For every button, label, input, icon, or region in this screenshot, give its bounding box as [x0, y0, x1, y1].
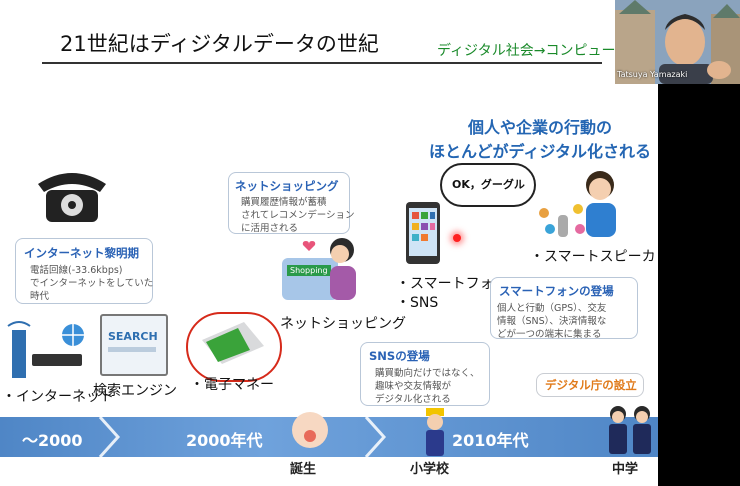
internet-era-line: 時代	[30, 291, 50, 302]
emoney-card-icon	[202, 322, 264, 364]
label-emoney: ・電子マネー	[190, 377, 274, 393]
headline: 個人や企業の行動の ほとんどがディジタル化される	[420, 116, 658, 164]
label-smart-speaker: ・スマートスピーカ	[530, 249, 656, 265]
sns-box-line: 趣味や交友情報が	[375, 381, 452, 392]
internet-era-box: インターネット黎明期 電話回線(-33.6kbps) でインターネットをしていた…	[15, 238, 153, 304]
milestone-middle-school: 中学	[612, 462, 639, 477]
shopping-line: されてレコメンデーション	[241, 210, 355, 221]
era-2000s: 2000年代	[186, 431, 263, 450]
label-internet: ・インターネット	[2, 389, 114, 405]
slide-title: 21世紀はディジタルデータの世紀	[60, 32, 379, 56]
webcam-scene	[615, 0, 740, 84]
era-2010s: 2010年代	[452, 431, 529, 450]
presentation-slide: 21世紀はディジタルデータの世紀 ディジタル社会→コンピュータ 個人や企業の行動…	[0, 0, 658, 486]
smartphone-icon	[406, 202, 440, 264]
webcam-video: Tatsuya Yamazaki	[615, 0, 740, 84]
sns-box-line: デジタル化される	[375, 394, 451, 405]
telephone-icon	[38, 173, 106, 222]
router-icon	[7, 321, 82, 378]
era-before-2000: 〜2000	[22, 431, 83, 450]
laser-pointer-dot	[453, 234, 461, 242]
headline-line-2: ほとんどがディジタル化される	[428, 142, 652, 161]
schoolchild-icon	[426, 408, 444, 456]
heart-icon	[302, 241, 316, 251]
baby-icon	[292, 412, 328, 448]
speech-bubble-text: OK，グーグル	[452, 178, 525, 191]
search-bar	[108, 347, 156, 352]
shopping-line: に活用される	[241, 223, 299, 234]
slide-subtitle: ディジタル社会→コンピュータ	[437, 43, 630, 59]
smartphone-box-line: 情報（SNS）、決済情報な	[497, 316, 607, 327]
label-sns: ・SNS	[396, 295, 439, 311]
internet-era-line: でインターネットをしていた	[30, 278, 154, 289]
smartphone-box: スマートフォンの登場 個人と行動（GPS）、交友 情報（SNS）、決済情報な ど…	[490, 277, 638, 341]
label-net-shopping: ネットショッピング	[280, 316, 406, 332]
webcam-participant-name: Tatsuya Yamazaki	[617, 70, 688, 79]
globe-icon	[62, 324, 84, 346]
digital-agency-text: デジタル庁の設立	[545, 378, 637, 392]
shopping-box: ネットショッピング 購買履歴情報が蓄積 されてレコメンデーション に活用される	[228, 172, 355, 235]
sns-box-title: SNSの登場	[369, 349, 430, 363]
middle-school-students-icon	[609, 406, 651, 454]
shopping-body: 購買履歴情報が蓄積 されてレコメンデーション に活用される	[241, 196, 355, 235]
shopping-laptop-icon: Shopping	[282, 258, 338, 300]
milestone-elementary-school: 小学校	[410, 462, 450, 477]
woman-shopper-icon	[330, 238, 356, 300]
sns-box-body: 購買動向だけではなく、 趣味や交友情報が デジタル化される	[375, 367, 489, 406]
smartphone-box-line: 個人と行動（GPS）、交友	[497, 303, 607, 314]
shopping-screen-text: Shopping	[287, 265, 331, 276]
smartphone-box-title: スマートフォンの登場	[499, 284, 614, 298]
internet-era-title: インターネット黎明期	[24, 246, 139, 260]
emoney-highlight-circle	[186, 312, 282, 382]
timeline-chevrons	[98, 417, 387, 457]
side-black-area	[658, 84, 740, 486]
smart-speaker-user-icon	[539, 171, 616, 237]
smartphone-box-body: 個人と行動（GPS）、交友 情報（SNS）、決済情報な どが一つの端末に集まる	[497, 302, 637, 341]
shopping-title: ネットショッピング	[235, 179, 339, 193]
sns-box: SNSの登場 購買動向だけではなく、 趣味や交友情報が デジタル化される	[360, 342, 490, 406]
internet-era-body: 電話回線(-33.6kbps) でインターネットをしていた 時代	[30, 264, 154, 303]
title-underline	[42, 62, 602, 64]
speech-bubble: OK，グーグル	[440, 163, 536, 207]
internet-era-line: 電話回線(-33.6kbps)	[30, 265, 123, 276]
smartphone-box-line: どが一つの端末に集まる	[497, 329, 602, 340]
headline-line-1: 個人や企業の行動の	[467, 118, 612, 137]
sns-box-line: 購買動向だけではなく、	[375, 368, 480, 379]
timeline-bar	[0, 417, 658, 457]
label-smartphone: ・スマートフォン	[396, 276, 508, 292]
search-screen-text: SEARCH	[108, 330, 158, 343]
label-search-engine: 検索エンジン	[93, 383, 177, 399]
milestone-birth: 誕生	[290, 462, 317, 477]
digital-agency-box: デジタル庁の設立	[536, 373, 644, 397]
search-screen-icon: SEARCH	[100, 314, 168, 376]
shopping-line: 購買履歴情報が蓄積	[241, 197, 327, 208]
